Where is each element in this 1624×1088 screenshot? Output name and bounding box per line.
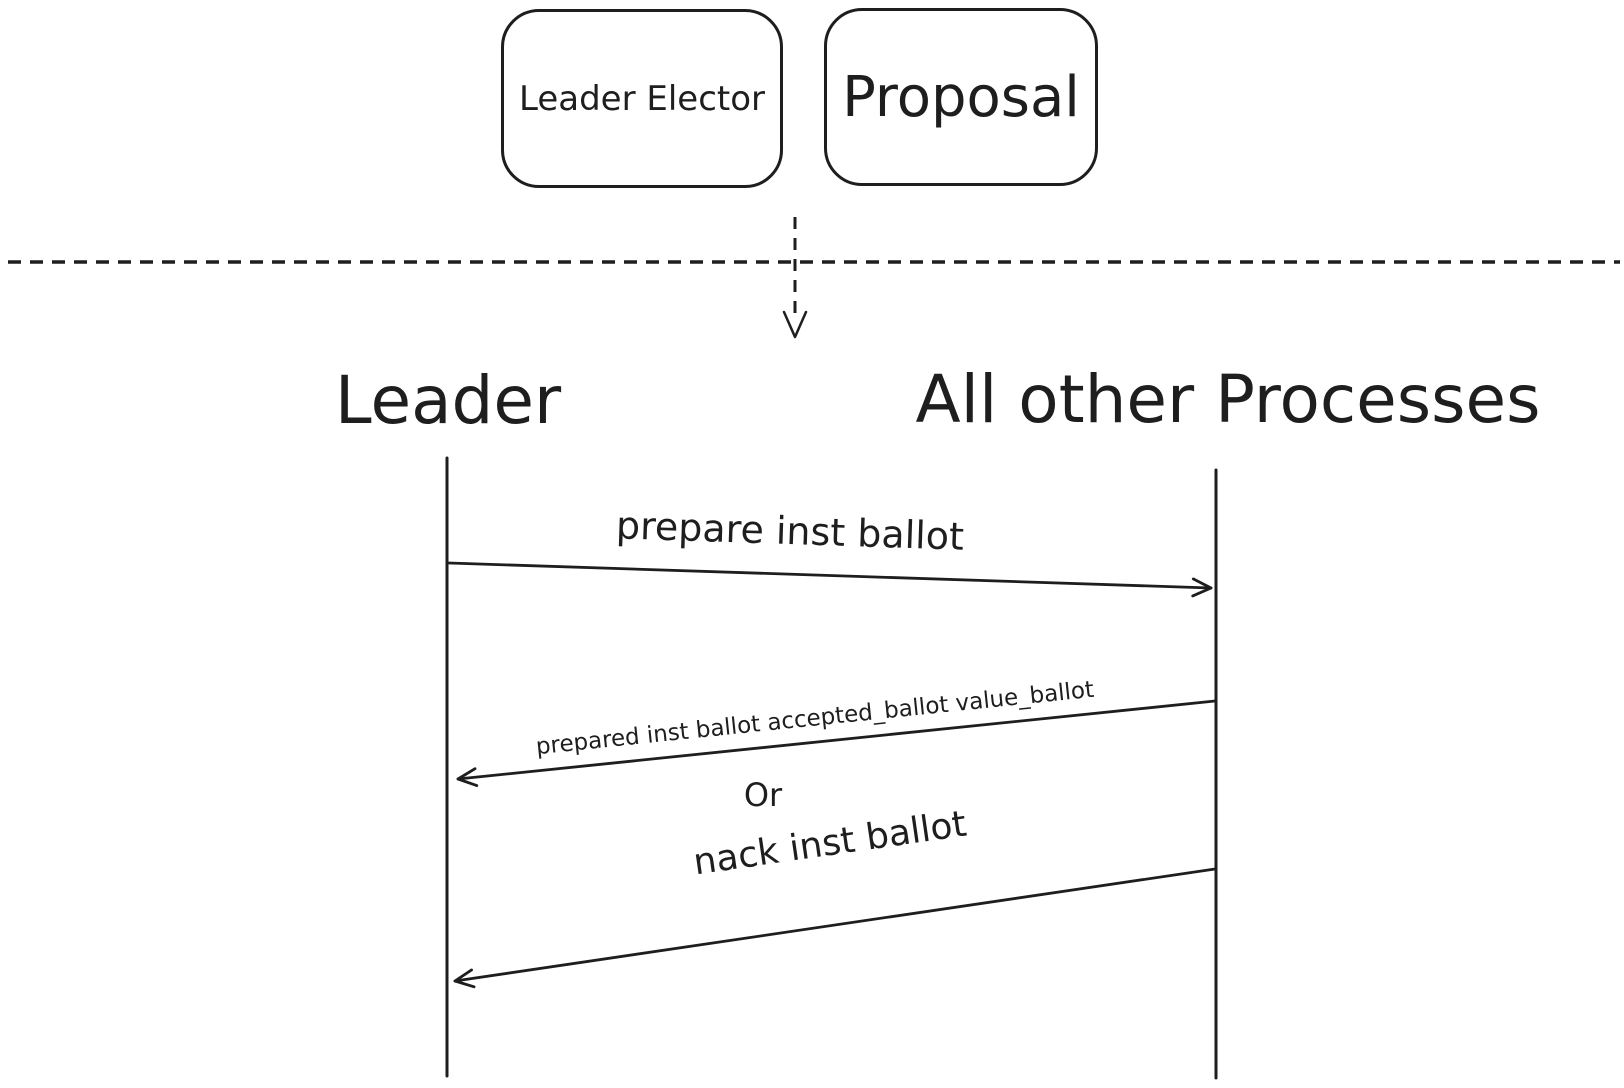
- leader-elector-label: Leader Elector: [518, 78, 766, 119]
- message-label-prepare: prepare inst ballot: [615, 503, 965, 559]
- proposal-box: Proposal: [824, 8, 1098, 186]
- leader-elector-box: Leader Elector: [501, 9, 783, 188]
- message-label-or: Or: [743, 776, 783, 814]
- flow-down-arrow: [782, 217, 808, 339]
- participant-label-others: All other Processes: [915, 361, 1541, 438]
- message-arrow-prepared: [456, 699, 1217, 788]
- proposal-label: Proposal: [842, 64, 1080, 130]
- message-arrow-nack: [453, 867, 1217, 989]
- participant-label-leader: Leader: [334, 362, 562, 439]
- message-arrow-prepare: [447, 561, 1213, 598]
